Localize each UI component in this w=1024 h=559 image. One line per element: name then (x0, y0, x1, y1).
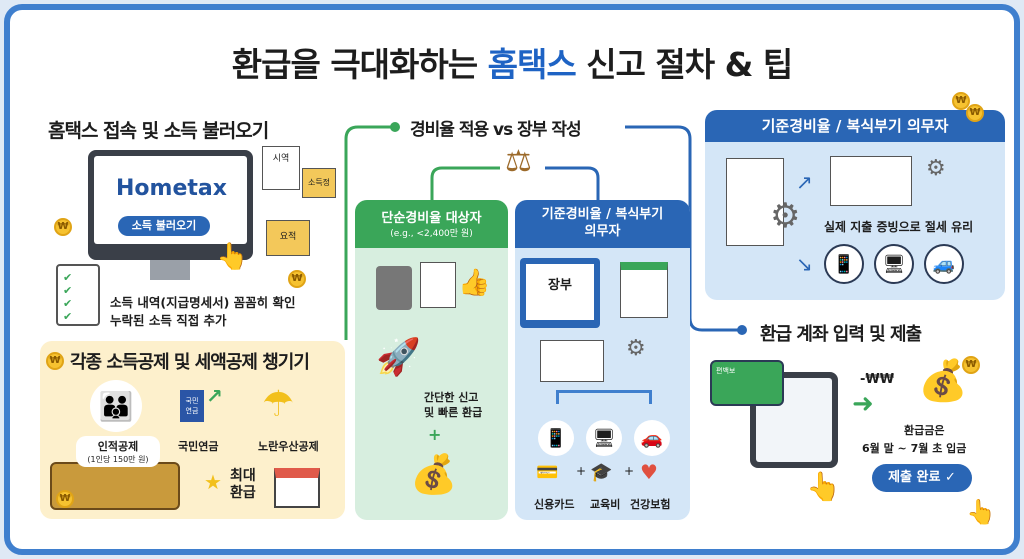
step1-note-1: 소득 내역(지급명세서) 꼼꼼히 확인 (110, 295, 296, 310)
max-refund-label: 최대 환급 (230, 468, 256, 501)
standard-rate-header: 기준경비율 / 복식부기 의무자 (515, 200, 690, 248)
yellow-umbrella-label: 노란우산공제 (258, 440, 319, 453)
item-sub: (1인당 150만 원) (87, 455, 149, 464)
money-bag-icon: 💰 (410, 452, 458, 496)
standard-rate-title: 기준경비율 / 복식부기 의무자 (541, 207, 664, 239)
envelope-icon: 소득정 (302, 168, 336, 198)
won-coin-icon: ₩ (966, 104, 984, 122)
step1-heading: 홈택스 접속 및 소득 불러오기 (48, 120, 269, 142)
bank-card-icon: 편백보 (710, 360, 784, 406)
won-coin-icon: ₩ (46, 352, 64, 370)
item-credit-card: 신용카드 (534, 498, 575, 511)
won-coin-icon: ₩ (56, 490, 74, 508)
pension-book-icon: 국민 연금 (180, 390, 204, 422)
desktop-icon: 🖥 (874, 244, 914, 284)
simple-rate-header: 단순경비율 대상자 (e.g., <2,400만 원) (355, 200, 508, 248)
won-coin-icon: ₩ (288, 270, 306, 288)
pointing-hand-icon: 👆 (216, 242, 249, 272)
simple-benefit: 간단한 신고 및 빠른 환급 (424, 391, 483, 419)
checklist-icon: ✔✔✔✔ (56, 264, 100, 326)
deductions-heading: 각종 소득공제 및 세액공제 챙기기 (70, 352, 310, 373)
document-icon: 시역 (262, 146, 300, 190)
receipt-icon (540, 340, 604, 382)
simple-rate-sub: (e.g., <2,400만 원) (390, 229, 473, 239)
refund-info-1: 환급금은 (904, 424, 945, 437)
scale-icon: ⚖ (505, 144, 532, 179)
step1-note-2: 누락된 소득 직접 추가 (110, 313, 227, 328)
heart-icon: ♥ (640, 460, 658, 484)
arrow-right-icon: ➜ (852, 389, 874, 419)
receipts-icon (830, 156, 912, 206)
simple-rate-panel: 단순경비율 대상자 (e.g., <2,400만 원) (355, 200, 508, 520)
refund-amount: -₩₩ (860, 372, 895, 387)
item-label: 인적공제 (97, 440, 139, 453)
standard-duty-heading: 기준경비율 / 복식부기 의무자 (705, 110, 1005, 142)
money-bag-icon: 💰 (918, 358, 968, 404)
car-icon: 🚙 (924, 244, 964, 284)
pension-label: 국민연금 (178, 440, 219, 453)
item-health-insurance: 건강보험 (630, 498, 671, 511)
arrow-icon: ↗ (796, 170, 813, 194)
page-title: 환급을 극대화하는 홈택스 신고 절차 & 팁 (231, 45, 793, 84)
submit-heading: 환급 계좌 입력 및 제출 (760, 324, 922, 345)
item-education: 교육비 (590, 498, 621, 511)
phone-icon: 📱 (538, 420, 574, 456)
submit-complete-button[interactable]: 제출 완료 ✓ (872, 464, 972, 492)
expense-heading: 경비율 적용 vs 장부 작성 (410, 120, 582, 140)
pointing-hand-icon: 👆 (806, 470, 841, 503)
ledger-icon: 장부 (520, 258, 600, 328)
phone-icon: 📱 (824, 244, 864, 284)
gear-icon: ⚙ (926, 156, 946, 181)
plus-icon: + (428, 425, 442, 444)
personal-deduction-label: 인적공제 (1인당 150만 원) (76, 436, 160, 467)
gear-icon: ⚙ (626, 336, 646, 361)
won-coin-icon: ₩ (962, 356, 980, 374)
store-icon (274, 468, 320, 508)
load-income-button[interactable]: 소득 불러오기 (118, 216, 210, 236)
calculator-icon (376, 266, 412, 310)
arrow-icon: ↘ (796, 252, 813, 276)
umbrella-icon: ☂ (262, 384, 295, 425)
spreadsheet-icon (620, 262, 668, 318)
branch-arrows (556, 390, 652, 404)
refund-info-2: 6월 말 ~ 7월 초 입금 (862, 442, 967, 455)
credit-card-icon: 💳 (536, 462, 559, 483)
monitor-icon: Hometax 소득 불러오기 (88, 150, 253, 260)
plus-icon: + (576, 464, 587, 478)
monitor-stand (150, 260, 190, 280)
won-coin-icon: ₩ (54, 218, 72, 236)
trend-up-icon: ↗ (206, 384, 223, 408)
desktop-icon: 🖥 (586, 420, 622, 456)
gear-icon: ⚙ (770, 196, 801, 236)
submit-button-label: 제출 완료 (888, 470, 941, 485)
won-coin-icon: ₩ (952, 92, 970, 110)
star-icon: ★ (204, 470, 222, 494)
receipt-table-icon (726, 158, 784, 246)
envelope-icon: 요적 (266, 220, 310, 256)
rocket-icon: 🚀 (376, 337, 421, 378)
pointing-hand-icon: 👆 (966, 498, 996, 526)
car-icon: 🚗 (634, 420, 670, 456)
plus-icon: + (624, 464, 635, 478)
family-icon: 👪 (90, 380, 142, 432)
document-icon (420, 262, 456, 308)
hometax-logo: Hometax (116, 176, 227, 201)
ledger-label: 장부 (526, 264, 594, 320)
simple-rate-title: 단순경비율 대상자 (381, 211, 482, 226)
standard-duty-caption: 실제 지출 증빙으로 절세 유리 (824, 220, 974, 234)
thumbs-up-icon: 👍 (458, 268, 491, 298)
graduation-cap-icon: 🎓 (590, 462, 613, 483)
